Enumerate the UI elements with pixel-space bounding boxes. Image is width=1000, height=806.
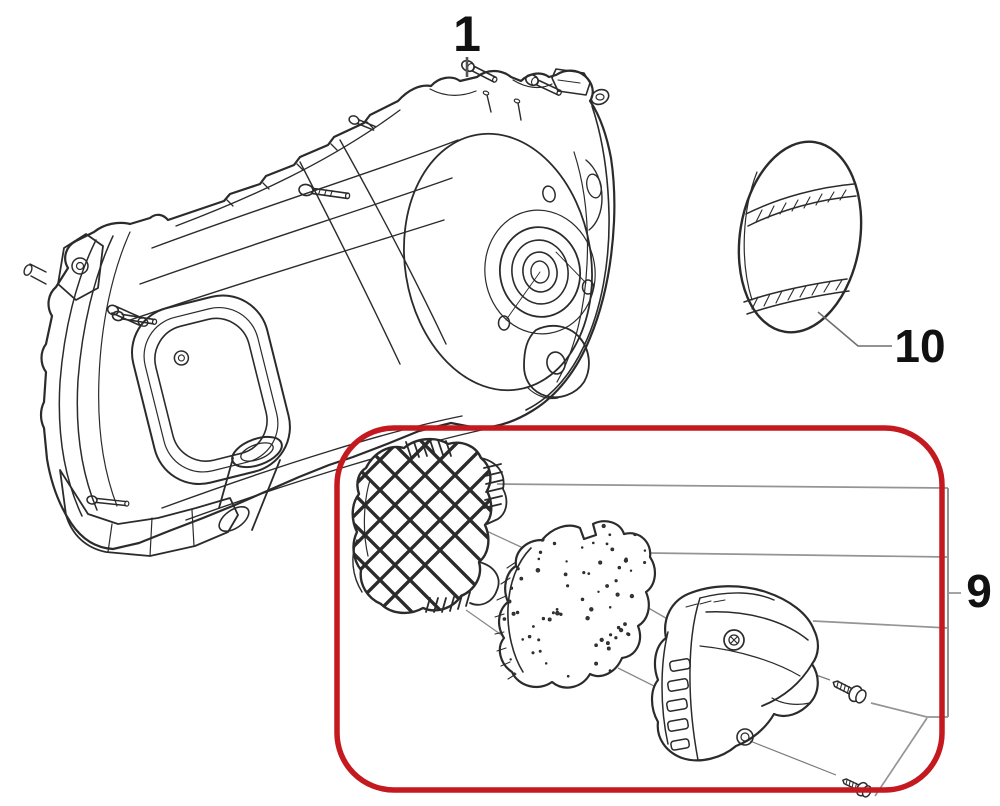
air-filter-inner-grid-frame bbox=[351, 437, 508, 615]
bolt bbox=[348, 115, 376, 131]
bottom-lug bbox=[523, 324, 590, 400]
callout-1-label: 1 bbox=[453, 6, 481, 62]
bolt-hole bbox=[581, 279, 595, 295]
callout-10-leader bbox=[817, 311, 892, 347]
cap-ridge-band bbox=[743, 278, 850, 315]
drain-spout bbox=[218, 435, 283, 533]
screw-boss bbox=[736, 728, 754, 746]
callout-9-leaders bbox=[496, 483, 949, 797]
bolt bbox=[298, 183, 351, 200]
cap-ridge-band bbox=[745, 183, 857, 227]
bolt-hole bbox=[497, 315, 511, 331]
edge-hatch bbox=[494, 561, 517, 680]
crankcase-transmission-cover bbox=[23, 59, 616, 557]
bolt bbox=[111, 310, 158, 326]
mount-bracket bbox=[23, 233, 104, 301]
lower-foot bbox=[59, 469, 239, 557]
bolt-hole bbox=[542, 185, 556, 203]
screw bbox=[832, 680, 867, 704]
bearing-hub bbox=[484, 209, 596, 335]
grid-lattice bbox=[352, 439, 492, 613]
highlight-group-box bbox=[334, 425, 945, 793]
bolt bbox=[460, 59, 498, 83]
callout-9-bracket bbox=[947, 488, 961, 717]
screw-boss bbox=[723, 629, 745, 651]
left-end-cap bbox=[58, 231, 131, 517]
bolt bbox=[86, 495, 130, 507]
cover-outline bbox=[39, 69, 616, 551]
oval-inspection-cap bbox=[737, 140, 863, 334]
rib-hatch bbox=[425, 591, 471, 613]
screw bbox=[842, 778, 872, 798]
rib-hatch bbox=[405, 439, 452, 458]
rib-hatch bbox=[483, 463, 504, 509]
callout-9-label: 9 bbox=[966, 565, 992, 617]
intake-port bbox=[131, 294, 291, 486]
louver-slats bbox=[666, 658, 691, 751]
callout-10-label: 10 bbox=[894, 320, 945, 372]
bolt bbox=[524, 73, 562, 96]
air-filter-outer-cover bbox=[650, 585, 819, 762]
